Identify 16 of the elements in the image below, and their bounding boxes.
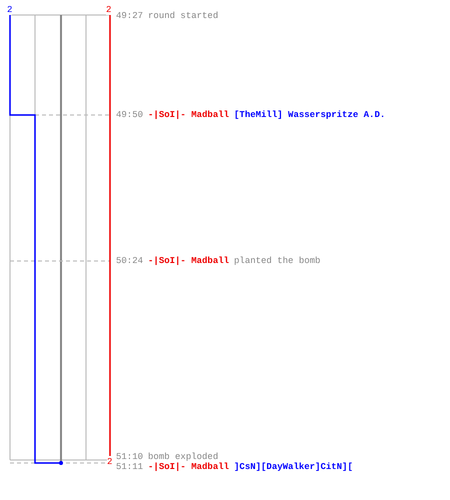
event-text: planted the bomb <box>234 256 320 266</box>
player-count: 2 <box>106 5 112 15</box>
event-time: 49:27 <box>116 11 144 21</box>
event-time: 49:50 <box>116 110 144 120</box>
player-name: -|SoI|- Madball <box>148 110 230 120</box>
player-count: 2 <box>107 457 112 467</box>
player-count: 2 <box>7 5 12 15</box>
event-text: bomb exploded <box>148 452 218 462</box>
event-time: 51:11 <box>116 462 144 472</box>
player-name: -|SoI|- Madball <box>148 462 230 472</box>
player-name: -|SoI|- Madball <box>148 256 230 266</box>
event-text: round started <box>148 11 218 21</box>
player-name: ]CsN][DayWalker]CitN][ <box>234 462 353 472</box>
event-time: 51:10 <box>116 452 144 462</box>
player-name: [TheMill] Wasserspritze A.D. <box>234 110 386 120</box>
event-time: 50:24 <box>116 256 144 266</box>
